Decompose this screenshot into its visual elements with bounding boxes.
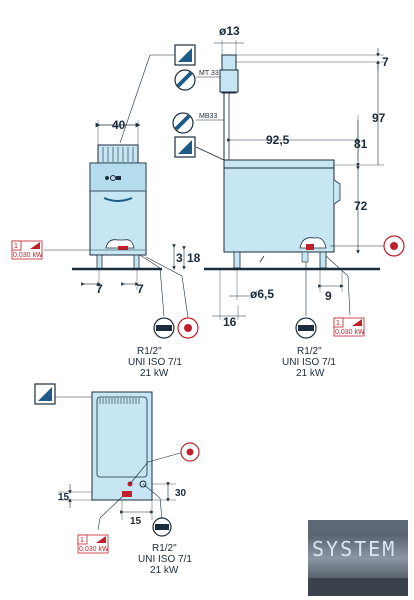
- power-badge-plan-kw: 0,030 kW: [79, 546, 109, 553]
- gas-kw-side: 21 kW: [296, 368, 325, 379]
- logo-text: SYSTEM: [312, 537, 396, 561]
- dim-foot-right: 7: [137, 282, 144, 296]
- dim-back-height: 81: [354, 137, 368, 151]
- electric-connection-icon: [177, 317, 199, 339]
- gas-connection-side-icon: [295, 317, 317, 339]
- gas-connection-plan-icon: [152, 517, 172, 537]
- gas-kw-front: 21 kW: [140, 368, 169, 379]
- mb-rotation-icon: [172, 112, 194, 134]
- knob-icon: [110, 175, 116, 181]
- label-mb: MB33: [199, 113, 217, 120]
- gas-kw-plan: 21 kW: [150, 565, 179, 576]
- side-view: MT 33 MB33 ø13 7 97 92,5: [195, 24, 389, 329]
- gas-conn-front: R1/2": [137, 346, 162, 357]
- gas-std-plan: UNI ISO 7/1: [138, 554, 192, 565]
- power-badge: 1 0,030 kW: [11, 240, 43, 260]
- side-view-icon: [174, 136, 196, 158]
- gas-std-side: UNI ISO 7/1: [282, 357, 336, 368]
- dim-pipe-diameter: ø13: [219, 24, 240, 38]
- label-mt: MT 33: [199, 70, 219, 77]
- power-badge-num: 1: [14, 243, 18, 250]
- electric-connection-plan-icon: [180, 442, 200, 462]
- dim-foot-height: 18: [187, 251, 201, 265]
- dim-foot-left: 7: [96, 282, 103, 296]
- system-logo: SYSTEM: [308, 520, 408, 596]
- rotation-icon: [174, 69, 196, 91]
- dim-plan-width: 15: [130, 516, 142, 527]
- power-badge-plan-num: 1: [80, 537, 84, 544]
- power-badge-side-num: 1: [336, 320, 340, 327]
- dim-plan-30: 30: [175, 488, 187, 499]
- front-view: 40 7 7 3 18: [44, 118, 201, 319]
- dim-foot-diameter: ø6,5: [250, 287, 274, 301]
- dim-foot-gap: 3: [176, 251, 183, 265]
- power-badge-side: 1 0,030 kW: [333, 317, 365, 337]
- gas-conn-side: R1/2": [297, 346, 322, 357]
- electric-connection-side-icon: [383, 235, 405, 257]
- gas-conn-plan: R1/2": [152, 543, 177, 554]
- plan-view: 15 15 30: [34, 383, 187, 531]
- dim-side-offset: 9: [325, 289, 332, 303]
- dim-depth: 92,5: [266, 133, 290, 147]
- power-badge-kw: 0,030 kW: [13, 252, 43, 259]
- gas-std-front: UNI ISO 7/1: [128, 357, 182, 368]
- dim-back-offset: 16: [223, 315, 237, 329]
- dim-body-height: 72: [354, 199, 368, 213]
- power-badge-side-kw: 0,030 kW: [335, 329, 365, 336]
- dim-width-top: 40: [112, 118, 126, 132]
- front-view-icon: [119, 44, 196, 144]
- power-badge-plan: 1 0,030 kW: [77, 534, 109, 554]
- dim-top-offset: 7: [382, 55, 389, 69]
- dim-plan-height: 15: [58, 492, 70, 503]
- gas-connection-icon: [153, 317, 175, 339]
- knob-icon: [105, 176, 109, 180]
- dim-total-height: 97: [372, 111, 386, 125]
